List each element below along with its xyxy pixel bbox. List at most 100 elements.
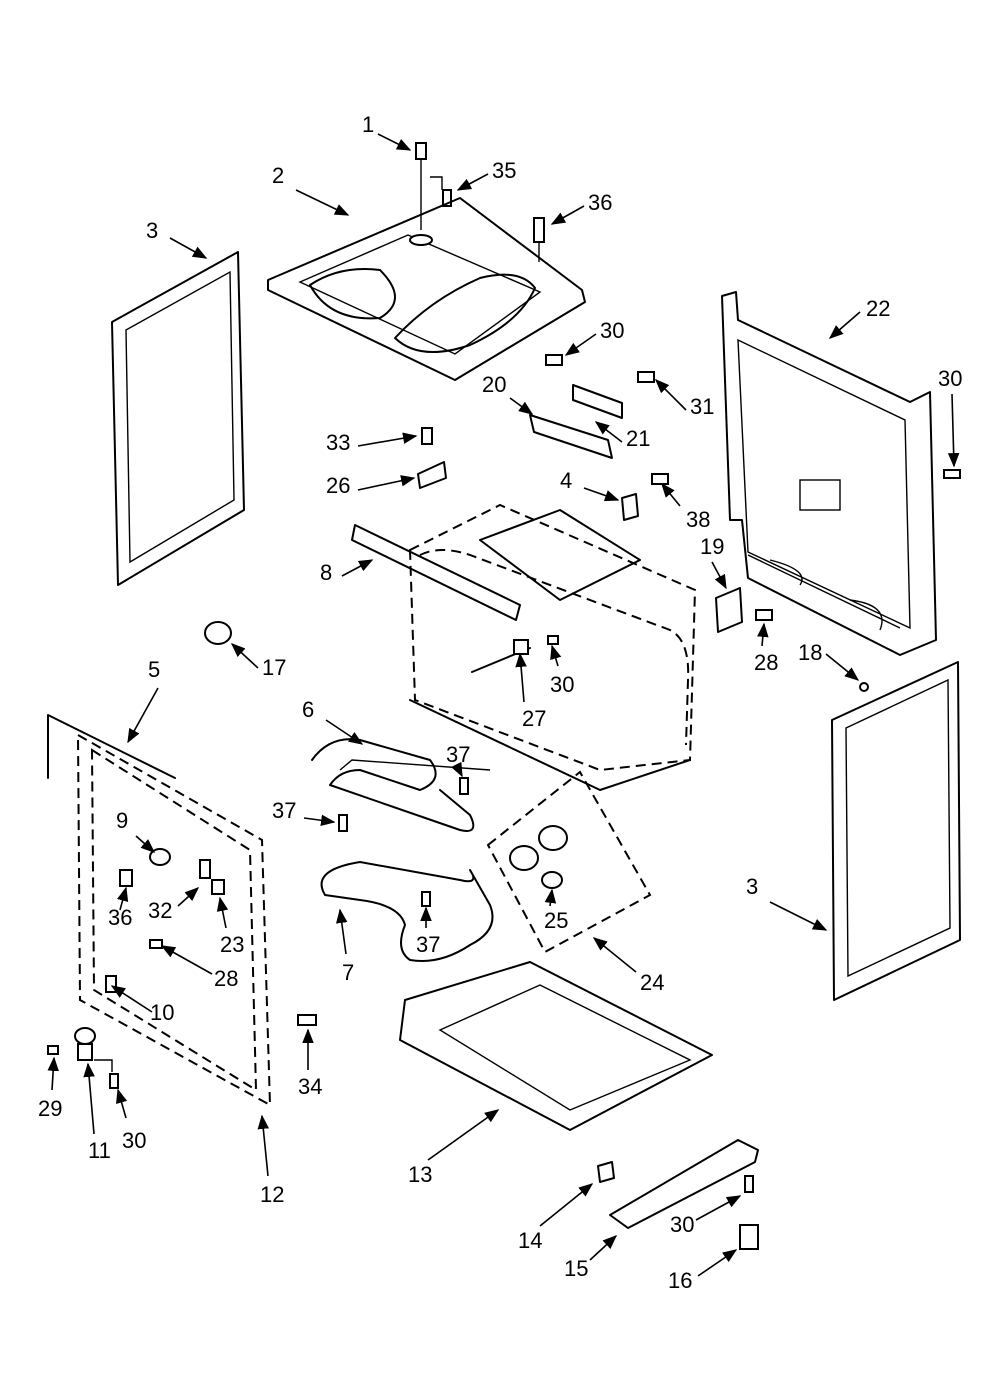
- oven-cavity-drawing: [408, 503, 697, 791]
- callout-label-11: 11: [88, 1138, 111, 1163]
- part-7-bake-element-drawing: [320, 861, 494, 962]
- callout-label-30: 30: [550, 672, 574, 697]
- callout-arrows: [47, 133, 960, 1277]
- callout-arrow-30: [564, 333, 597, 356]
- callout-label-33: 33: [326, 430, 350, 455]
- callout-label-4: 4: [560, 468, 572, 493]
- callout-arrow-28: [757, 622, 769, 647]
- callout-label-30: 30: [600, 318, 624, 343]
- part-26-clip-drawing: [417, 461, 447, 489]
- callout-label-10: 10: [150, 1000, 174, 1025]
- callout-label-28: 28: [214, 966, 238, 991]
- part-36-screw-drawing-door: [119, 869, 133, 887]
- callout-arrow-7: [336, 908, 348, 955]
- part-36-screw-drawing: [533, 217, 545, 262]
- part-30-screw-drawing: [943, 469, 961, 479]
- callout-arrow-9: [135, 835, 156, 853]
- callout-arrow-14: [539, 1183, 594, 1227]
- part-30-screw-drawing-upper: [545, 354, 563, 366]
- part-35-screw-drawing: [430, 176, 452, 207]
- callout-arrow-13: [427, 1109, 500, 1161]
- part-37-screw-drawing-lower: [421, 891, 431, 907]
- callout-label-20: 20: [482, 372, 506, 397]
- callout-label-3: 3: [146, 218, 158, 243]
- callout-label-18: 18: [798, 640, 822, 665]
- callout-arrow-30: [695, 1195, 742, 1221]
- callout-arrow-36: [550, 205, 585, 225]
- callout-arrow-6: [325, 719, 364, 745]
- part-32-screw-drawing: [199, 859, 211, 879]
- part-30-screw-drawing-cavity: [547, 635, 559, 645]
- callout-arrow-33: [357, 432, 418, 447]
- callout-label-37: 37: [272, 798, 296, 823]
- part-3-right-side-panel-drawing: [831, 661, 961, 1001]
- part-8-vent-strip-drawing: [351, 524, 521, 621]
- callout-arrow-1: [377, 133, 412, 151]
- callout-arrow-27: [515, 652, 527, 703]
- callout-arrow-24: [592, 937, 637, 973]
- callout-arrow-10: [110, 985, 153, 1013]
- part-24-light-kit-drawing: [486, 770, 652, 954]
- callout-label-12: 12: [260, 1182, 284, 1207]
- callout-label-26: 26: [326, 473, 350, 498]
- callout-label-30: 30: [122, 1128, 146, 1153]
- callout-label-23: 23: [220, 932, 244, 957]
- callout-label-7: 7: [342, 960, 354, 985]
- callout-arrow-30: [947, 393, 960, 468]
- callout-arrow-37: [451, 761, 463, 778]
- part-13-drawer-drawing: [399, 961, 713, 1131]
- part-28-screw-drawing: [755, 609, 773, 621]
- callout-arrow-16: [697, 1249, 738, 1277]
- part-19-bracket-drawing: [715, 587, 743, 633]
- callout-arrow-38: [661, 482, 681, 507]
- callout-label-1: 1: [362, 112, 374, 137]
- part-11-leveling-leg-drawing: [74, 1027, 96, 1061]
- part-20-bracket-drawing: [529, 414, 613, 459]
- part-25-bulb-drawing: [541, 871, 563, 889]
- part-21-terminal-block-drawing: [572, 384, 623, 419]
- callout-label-6: 6: [302, 697, 314, 722]
- callout-label-29: 29: [38, 1096, 62, 1121]
- callout-label-2: 2: [272, 163, 284, 188]
- callout-arrow-30: [116, 1088, 128, 1119]
- callout-label-27: 27: [522, 706, 546, 731]
- part-9-hinge-drawing: [149, 848, 171, 866]
- part-1-screw-drawing: [415, 142, 427, 230]
- part-38-screw-drawing: [651, 473, 669, 485]
- callout-label-30: 30: [938, 366, 962, 391]
- callout-label-15: 15: [564, 1256, 588, 1281]
- part-23-spacer-drawing: [211, 879, 225, 895]
- callout-arrow-17: [230, 643, 259, 669]
- callout-arrow-19: [711, 561, 727, 590]
- callout-label-32: 32: [148, 898, 172, 923]
- part-30-screw-drawing-foot: [94, 1059, 119, 1089]
- callout-label-37: 37: [416, 932, 440, 957]
- callout-arrow-29: [47, 1056, 59, 1091]
- part-12-oven-door-drawing: [76, 733, 272, 1107]
- callout-arrow-15: [589, 1235, 618, 1261]
- part-28-screw-drawing-door: [149, 939, 163, 949]
- callout-arrow-25: [544, 888, 557, 907]
- part-37-screw-drawing-left: [338, 814, 348, 832]
- callout-label-36: 36: [108, 905, 132, 930]
- part-31-screw-drawing: [637, 371, 655, 383]
- part-34-screw-drawing: [297, 1014, 317, 1026]
- callout-label-34: 34: [298, 1074, 322, 1099]
- callout-arrow-11: [83, 1062, 95, 1135]
- callout-label-13: 13: [408, 1162, 432, 1187]
- part-10-handle-bracket-drawing: [105, 975, 117, 993]
- callout-arrow-3: [169, 237, 208, 259]
- callout-label-38: 38: [686, 507, 710, 532]
- callout-label-17: 17: [262, 655, 286, 680]
- callout-label-9: 9: [116, 808, 128, 833]
- callout-arrow-3: [769, 901, 828, 931]
- part-17-knob-drawing: [204, 621, 232, 645]
- part-22-back-panel-drawing: [721, 291, 937, 656]
- callout-arrow-18: [825, 653, 860, 681]
- part-5-door-gasket-drawing: [47, 714, 176, 779]
- callout-arrow-22: [828, 311, 861, 339]
- callout-arrow-35: [456, 173, 489, 191]
- callout-label-5: 5: [148, 657, 160, 682]
- part-15-drawer-rail-drawing: [609, 1139, 759, 1229]
